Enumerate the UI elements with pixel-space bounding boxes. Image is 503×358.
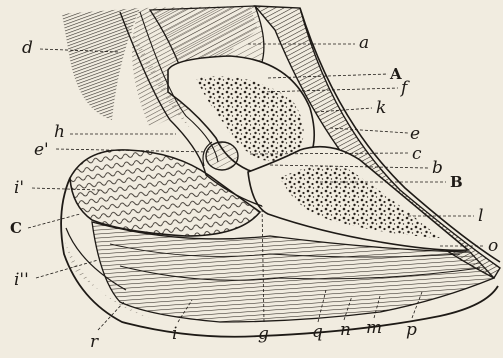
label-p: p <box>406 322 417 339</box>
label-a: a <box>359 35 369 52</box>
label-d: d <box>22 40 33 57</box>
label-n: n <box>340 322 351 339</box>
label-m: m <box>366 320 382 337</box>
label-B: B <box>450 174 463 191</box>
label-r: r <box>90 334 98 351</box>
label-b: b <box>432 160 443 177</box>
label-i-prime: i' <box>14 180 24 197</box>
label-k: k <box>376 100 386 117</box>
label-f: f <box>401 80 407 97</box>
label-h: h <box>54 124 65 141</box>
label-i: i <box>172 326 177 343</box>
label-C: C <box>10 220 22 237</box>
label-e: e <box>410 126 420 143</box>
label-o: o <box>488 238 498 255</box>
label-e-prime: e' <box>34 142 49 159</box>
label-q: q <box>312 324 323 341</box>
label-c: c <box>412 146 422 163</box>
label-l: l <box>478 208 483 225</box>
label-A: A <box>390 66 402 83</box>
label-g: g <box>258 326 269 343</box>
label-i-double-prime: i'' <box>14 272 29 289</box>
